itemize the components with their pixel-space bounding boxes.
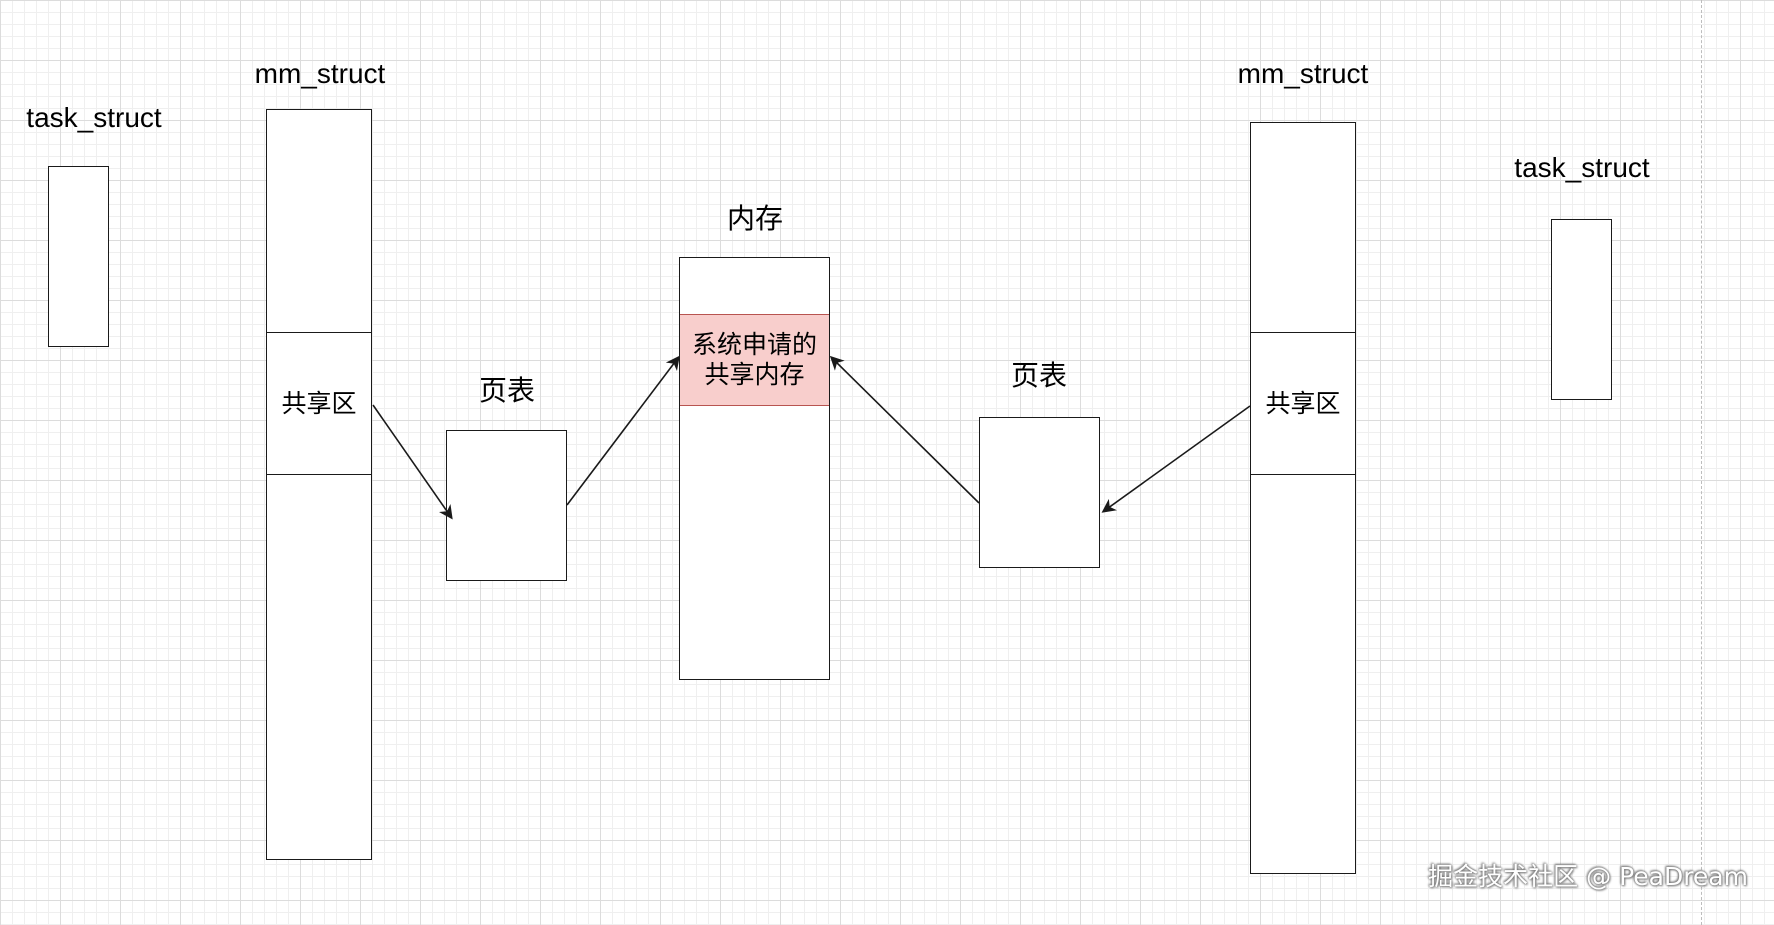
arrow-right-shared-to-page-table: [1101, 405, 1251, 513]
memory-label: 内存: [726, 202, 784, 235]
task-struct-right-label: task_struct: [1514, 152, 1650, 183]
mm-struct-left-shared-label: 共享区: [281, 388, 357, 418]
mm-struct-left-box[interactable]: 共享区: [266, 109, 372, 860]
task-struct-left-box[interactable]: [48, 166, 109, 347]
page-boundary-guide: [1701, 0, 1702, 925]
mm-struct-right-label: mm_struct: [1237, 58, 1369, 89]
page-table-right-box[interactable]: [979, 417, 1100, 568]
mm-struct-right-shared-label: 共享区: [1265, 388, 1341, 418]
page-table-left-label: 页表: [478, 374, 536, 407]
memory-shared-segment[interactable]: 系统申请的 共享内存: [680, 314, 829, 406]
arrow-right-page-table-to-memory: [829, 355, 980, 504]
task-struct-right-box[interactable]: [1551, 219, 1612, 400]
page-table-left-box[interactable]: [446, 430, 567, 581]
mm-struct-right-box[interactable]: 共享区: [1250, 122, 1356, 874]
mm-struct-right-shared-segment[interactable]: 共享区: [1251, 332, 1355, 475]
page-table-right-label: 页表: [1010, 359, 1068, 392]
arrow-left-page-table-to-memory: [566, 355, 680, 506]
memory-shared-line1: 系统申请的: [691, 330, 817, 359]
mm-struct-left-label: mm_struct: [254, 58, 386, 89]
memory-box[interactable]: 系统申请的 共享内存: [679, 257, 830, 680]
watermark-text: 掘金技术社区 @ PeaDream: [1428, 862, 1748, 891]
arrow-left-shared-to-page-table: [372, 404, 453, 520]
task-struct-left-label: task_struct: [26, 102, 162, 133]
mm-struct-left-shared-segment[interactable]: 共享区: [267, 332, 371, 475]
memory-shared-line2: 共享内存: [704, 360, 805, 389]
memory-shared-label: 系统申请的 共享内存: [692, 330, 817, 390]
